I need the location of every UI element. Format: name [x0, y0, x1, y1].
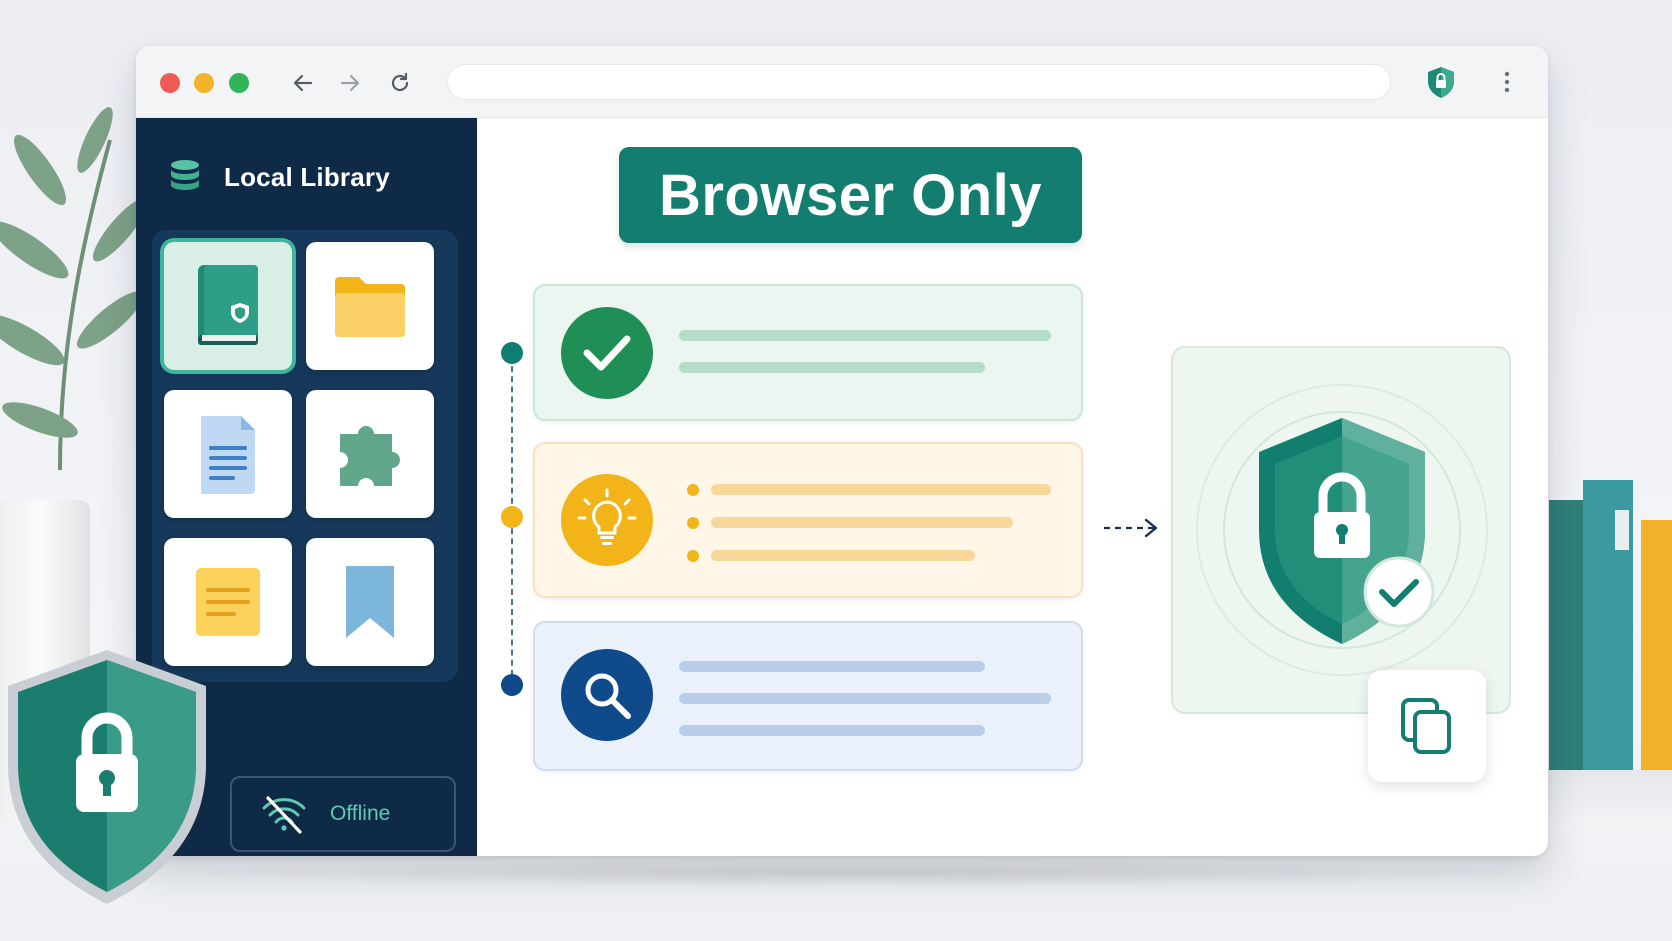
placeholder-bar	[679, 725, 985, 736]
bullet	[687, 517, 699, 529]
address-bar[interactable]	[447, 64, 1391, 100]
copy-icon	[1401, 698, 1451, 754]
placeholder-bar	[711, 484, 1051, 495]
folder-icon	[335, 277, 405, 337]
lightbulb-icon	[561, 474, 653, 566]
timeline-dot-3	[501, 674, 523, 696]
sidebar: Local Library	[136, 118, 477, 856]
database-icon	[171, 160, 199, 190]
security-panel	[1171, 346, 1511, 714]
page-title-badge: Browser Only	[619, 147, 1082, 243]
dashed-arrow-icon	[1104, 518, 1158, 538]
placeholder-bar	[679, 661, 985, 672]
books-decoration	[1549, 480, 1672, 780]
bullet	[687, 550, 699, 562]
bookmark-icon	[346, 566, 394, 638]
puzzle-piece-icon	[340, 426, 400, 486]
browser-toolbar	[136, 46, 1548, 118]
library-tile-folder[interactable]	[306, 242, 434, 370]
search-icon	[561, 649, 653, 741]
placeholder-bar	[711, 517, 1013, 528]
shield-lock-check-icon	[1196, 384, 1488, 676]
protected-book-icon	[198, 265, 258, 345]
library-tile-puzzle[interactable]	[306, 390, 434, 518]
offline-label: Offline	[330, 802, 391, 825]
reload-icon	[391, 72, 409, 92]
document-icon	[201, 416, 255, 494]
wifi-off-icon	[262, 796, 306, 834]
library-tile-document[interactable]	[164, 390, 292, 518]
check-circle-icon	[561, 307, 653, 399]
forward-button[interactable]	[333, 66, 367, 100]
timeline-dot-1	[501, 342, 523, 364]
copy-button[interactable]	[1368, 670, 1486, 782]
back-button[interactable]	[286, 66, 320, 100]
kebab-menu-icon	[1504, 71, 1510, 93]
reload-button[interactable]	[383, 66, 417, 100]
placeholder-bar	[679, 362, 985, 373]
feature-card-ideas	[533, 442, 1083, 598]
page-title: Browser Only	[658, 162, 1043, 228]
library-tile-note[interactable]	[164, 538, 292, 666]
shield-lock-icon	[1428, 67, 1454, 98]
timeline-dot-2	[501, 506, 523, 528]
library-tile-bookmark[interactable]	[306, 538, 434, 666]
placeholder-bar	[679, 693, 1051, 704]
arrow-left-icon	[293, 74, 313, 92]
arrow-right-icon	[340, 74, 360, 92]
bullet	[687, 484, 699, 496]
floor-shadow	[160, 858, 1560, 888]
browser-window: Local Library	[136, 46, 1548, 856]
shelf	[1530, 770, 1672, 830]
sidebar-title: Local Library	[224, 162, 390, 192]
plant-decoration	[0, 107, 148, 471]
minimize-window-button[interactable]	[194, 73, 214, 93]
close-window-button[interactable]	[160, 73, 180, 93]
library-tile-protected-book[interactable]	[164, 242, 292, 370]
maximize-window-button[interactable]	[229, 73, 249, 93]
security-extension-button[interactable]	[1421, 62, 1461, 102]
feature-card-search	[533, 621, 1083, 771]
shield-lock-icon	[8, 650, 206, 904]
placeholder-bar	[679, 330, 1051, 341]
placeholder-bar	[711, 550, 975, 561]
browser-menu-button[interactable]	[1490, 64, 1524, 100]
offline-button[interactable]: Offline	[230, 776, 456, 852]
feature-card-verified	[533, 284, 1083, 421]
note-icon	[196, 568, 260, 636]
